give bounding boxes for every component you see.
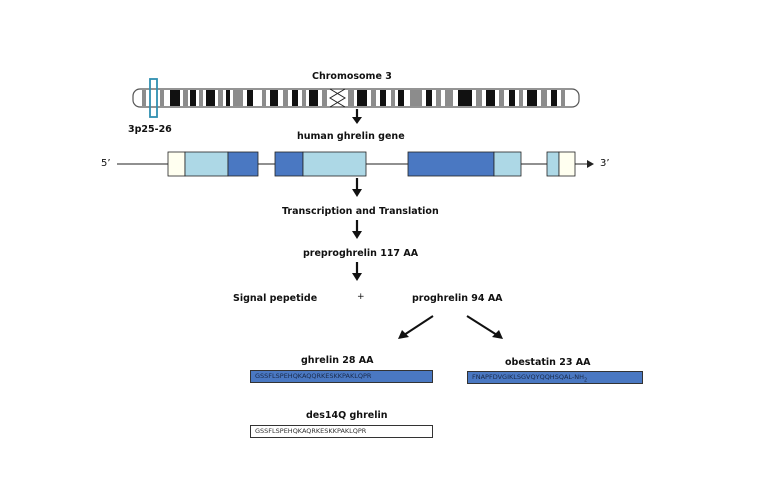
chromosome-band — [283, 90, 288, 106]
chromosome-band — [270, 90, 278, 106]
ghrelin-sequence: GSSFLSPEHQKAQQRKESKKPAKLQPR — [255, 372, 372, 380]
exon-1-utr — [167, 151, 186, 177]
chromosome-band — [499, 90, 504, 106]
chromosome-band — [322, 90, 327, 106]
chromosome-band — [183, 90, 188, 106]
chromosome-band — [391, 90, 395, 106]
chromosome-band — [436, 90, 441, 106]
chromosome-band — [206, 90, 215, 106]
chromosome-band — [142, 90, 146, 106]
chromosome-band — [398, 90, 404, 106]
chromosome-band — [233, 90, 243, 106]
chromosome-band — [527, 90, 537, 106]
chromosome-band — [357, 90, 367, 106]
chromosome-band — [302, 90, 306, 106]
chromosome-band — [541, 90, 547, 106]
arrow-to-obestatin — [466, 315, 503, 339]
des14q-title: des14Q ghrelin — [306, 410, 388, 421]
centromere — [329, 88, 346, 108]
exon-4-light — [546, 151, 560, 177]
chromosome-band — [262, 90, 266, 106]
chromosome-band — [458, 90, 472, 106]
exon-2-dark — [274, 151, 304, 177]
exon-1-light — [184, 151, 229, 177]
exon-1-dark — [227, 151, 259, 177]
chromosome-band — [160, 90, 164, 106]
obestatin-nh2-subscript: 2 — [584, 377, 588, 384]
flow-arrows — [352, 109, 503, 339]
des14q-sequence-box: GSSFLSPEHQKAQRKESKKPAKLQPR — [250, 425, 433, 438]
chromosome-band — [226, 90, 230, 106]
chromosome-band — [309, 90, 318, 106]
five-prime-label: 5’ — [101, 158, 111, 169]
obestatin-sequence-box: FNAPFDVGIKLSGVQYQQHSQAL-NH2 — [467, 371, 643, 384]
three-prime-label: 3’ — [600, 158, 610, 169]
arrow-transcription-to-preproghrelin — [352, 220, 362, 239]
chromosome-band — [519, 90, 523, 106]
chromosome-band — [199, 90, 203, 106]
signal-peptide-label: Signal pepetide — [233, 293, 318, 304]
locus-label: 3p25-26 — [128, 124, 172, 135]
chromosome-band — [380, 90, 386, 106]
chromosome-title: Chromosome 3 — [312, 71, 392, 82]
chromosome-band — [486, 90, 495, 106]
ghrelin-title: ghrelin 28 AA — [301, 355, 374, 366]
chromosome-band — [426, 90, 432, 106]
chromosome-band — [509, 90, 515, 106]
chromosome-band — [476, 90, 482, 106]
arrow-gene-to-transcription — [352, 178, 362, 197]
exon-3-dark — [407, 151, 495, 177]
arrow-preproghrelin-to-products — [352, 262, 362, 281]
exon-3-light — [493, 151, 522, 177]
chromosome-band — [190, 90, 196, 106]
gene-title: human ghrelin gene — [297, 131, 405, 142]
chromosome-band — [561, 90, 565, 106]
chromosome-band — [371, 90, 376, 106]
obestatin-sequence: FNAPFDVGIKLSGVQYQQHSQAL-NH — [472, 373, 584, 381]
ghrelin-sequence-box: GSSFLSPEHQKAQQRKESKKPAKLQPR — [250, 370, 433, 383]
proghrelin-label: proghrelin 94 AA — [412, 293, 503, 304]
chromosome-band — [551, 90, 557, 106]
chromosome-band — [410, 90, 422, 106]
exon-2-light — [302, 151, 367, 177]
arrow-chromosome-to-gene — [352, 109, 362, 124]
chromosome-band — [292, 90, 298, 106]
chromosome-band — [247, 90, 253, 106]
preproghrelin-label: preproghrelin 117 AA — [303, 248, 419, 259]
chromosome-band — [170, 90, 180, 106]
arrow-to-ghrelin — [398, 315, 434, 339]
chromosome-band — [348, 90, 354, 106]
ghrelin-gene-structure — [117, 151, 594, 177]
exon-4-utr — [558, 151, 576, 177]
chromosome-band — [445, 90, 453, 106]
locus-highlight-box — [149, 78, 158, 118]
chromosome-band — [218, 90, 223, 106]
plus-sign: + — [357, 292, 365, 302]
transcription-translation-label: Transcription and Translation — [282, 206, 439, 217]
chromosome-3-ideogram — [132, 78, 580, 118]
des14q-sequence: GSSFLSPEHQKAQRKESKKPAKLQPR — [255, 427, 367, 435]
obestatin-title: obestatin 23 AA — [505, 357, 591, 368]
